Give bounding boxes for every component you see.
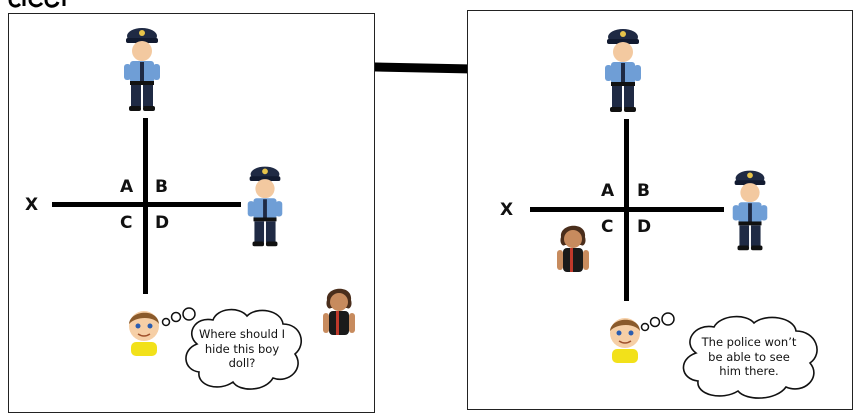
axis-label-x: X <box>25 195 39 215</box>
police-officer-icon <box>605 29 641 112</box>
thought-bubble: Where should I hide this boy doll? <box>177 304 307 394</box>
boy-doll-icon <box>557 225 589 272</box>
thought-dots <box>640 312 675 332</box>
boy-child-icon <box>610 318 640 363</box>
panel-before: X A B C D <box>8 13 375 413</box>
child-figure <box>603 313 647 367</box>
quadrant-label-a: A <box>601 181 615 201</box>
axis-label-x: X <box>500 200 514 220</box>
police-officer-icon <box>124 28 160 111</box>
quadrant-label-b: B <box>637 181 650 201</box>
thought-text: Where should I hide this boy doll? <box>198 327 286 371</box>
police-officer-top <box>598 25 648 117</box>
thought-text: The police won’t be able to see him ther… <box>701 335 797 379</box>
thought-bubble: The police won’t be able to see him ther… <box>674 311 824 403</box>
doll-figure-hidden <box>552 223 594 283</box>
doll-figure <box>319 286 359 346</box>
quadrant-label-b: B <box>155 177 168 197</box>
police-officer-right <box>726 166 774 256</box>
quadrant-label-c: C <box>120 213 133 233</box>
police-officer-icon <box>247 166 283 247</box>
quadrant-label-d: D <box>155 213 170 233</box>
police-officer-top <box>117 24 167 116</box>
police-officer-icon <box>732 170 768 251</box>
cropped-title-fragment <box>8 0 88 20</box>
quadrant-label-d: D <box>637 217 652 237</box>
thought-dots <box>161 307 196 327</box>
boy-child-icon <box>129 311 159 356</box>
child-figure <box>122 306 166 360</box>
panel-after: X A B C D <box>467 10 853 410</box>
horizontal-divider-line-x <box>52 202 241 207</box>
boy-doll-icon <box>323 288 355 335</box>
horizontal-divider-line-x <box>530 207 724 212</box>
quadrant-label-c: C <box>601 217 614 237</box>
quadrant-label-a: A <box>120 177 134 197</box>
police-officer-right <box>241 162 289 252</box>
